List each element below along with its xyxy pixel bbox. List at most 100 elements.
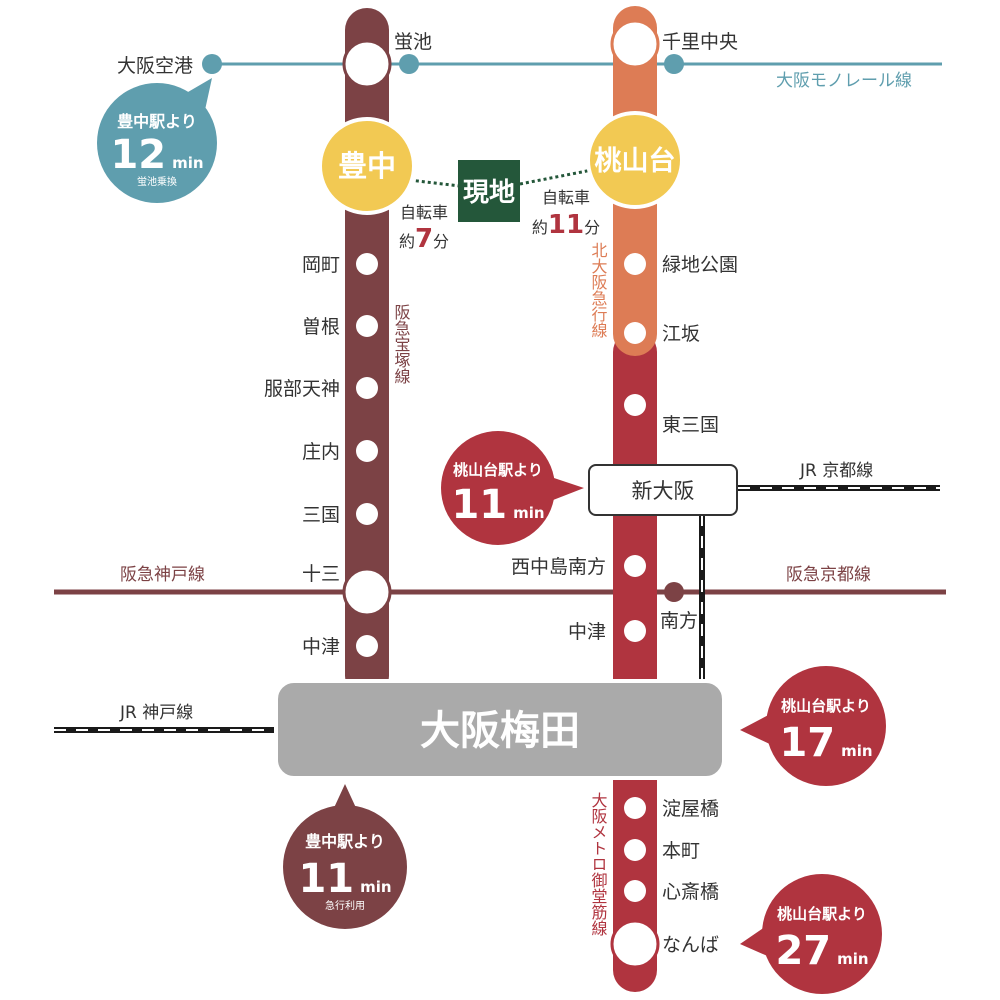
station-label-mikuni: 三国 — [302, 504, 340, 526]
station-label-yodoyabashi: 淀屋橋 — [662, 798, 719, 820]
station-highlight-momoyamadai — [586, 111, 684, 209]
hankyu-kobe-kyoto-line — [54, 582, 946, 602]
station-ring-senri-chuo — [610, 19, 660, 69]
bubble-namba-pointer — [740, 922, 772, 958]
bubble-namba-unit: min — [837, 950, 868, 968]
bike-unit-toyonaka: 分 — [433, 232, 449, 251]
bubble-shin-osaka-from: 桃山台駅より — [453, 461, 543, 479]
station-toyonaka: 豊中 — [318, 117, 416, 215]
line-label-midosuji: 大阪メトロ御堂筋線 — [589, 792, 608, 936]
station-dot-shonai — [356, 440, 378, 462]
station-label-senri-chuo: 千里中央 — [662, 31, 738, 53]
station-dot-yodoyabashi — [624, 797, 646, 819]
bike-time-text-momoyamadai: 約11分 — [532, 210, 600, 240]
bubble-airport-from: 豊中駅より — [117, 112, 197, 131]
station-osaka-umeda: 大阪梅田 — [274, 679, 726, 780]
bubble-umeda-toyonaka-minutes: 11 — [298, 856, 354, 902]
station-dot-senri-chuo-monorail — [664, 54, 684, 74]
bubble-airport-unit: min — [172, 154, 203, 172]
bike-label-toyonaka: 自転車 — [400, 203, 448, 222]
station-dot-okamachi — [356, 253, 378, 275]
station-momoyamadai: 桃山台 — [586, 111, 684, 209]
station-dot-ryokuchi-koen — [624, 253, 646, 275]
station-ring-hotarugaike — [342, 39, 392, 89]
bike-time-toyonaka: 自転車 約7分 — [399, 203, 449, 254]
bubble-shin-osaka-circle — [441, 431, 555, 545]
bubble-airport-note: 蛍池乗換 — [137, 175, 177, 188]
station-label-momoyamadai: 桃山台 — [595, 145, 676, 177]
station-label-esaka: 江坂 — [662, 323, 700, 345]
line-label-jr-kobe: JR 神戸線 — [119, 703, 193, 723]
station-dot-nishinakajima-minamigata — [624, 555, 646, 577]
bubble-namba-minutes: 27 — [775, 928, 831, 974]
station-label-higashi-mikuni: 東三国 — [662, 414, 719, 436]
station-label-hotarugaike: 蛍池 — [394, 31, 432, 53]
bubble-umeda-toyonaka-circle — [283, 805, 407, 929]
line-label-hankyu-kobe: 阪急神戸線 — [120, 565, 205, 585]
bubble-shin-osaka: 桃山台駅より 11 min — [441, 431, 584, 545]
bike-minutes-momoyamadai: 11 — [548, 210, 584, 240]
osaka-umeda-box-inner — [281, 686, 719, 773]
site-box — [458, 160, 520, 222]
bubble-umeda-momoyamadai-minutes: 17 — [779, 720, 835, 766]
station-label-osaka-airport: 大阪空港 — [117, 55, 193, 77]
bubble-airport-minutes: 12 — [110, 132, 166, 178]
station-ring-juso — [342, 567, 392, 617]
station-dot-sone — [356, 315, 378, 337]
station-highlight-toyonaka — [318, 117, 416, 215]
bubble-umeda-momoyamadai-time: 17 min — [779, 720, 872, 766]
station-label-ryokuchi-koen: 緑地公園 — [662, 254, 738, 276]
bubble-umeda-toyonaka-unit: min — [360, 878, 391, 896]
bike-prefix-momoyamadai: 約 — [532, 218, 548, 237]
station-dot-mikuni — [356, 503, 378, 525]
station-label-okamachi: 岡町 — [302, 254, 340, 276]
bubble-umeda-toyonaka-note: 急行利用 — [325, 899, 365, 912]
station-label-toyonaka: 豊中 — [338, 149, 396, 183]
bike-label-momoyamadai: 自転車 — [542, 188, 590, 207]
osaka-monorail-line — [202, 54, 942, 74]
station-ring-namba — [610, 919, 660, 969]
bike-prefix-toyonaka: 約 — [399, 232, 415, 251]
station-shin-osaka: 新大阪 — [588, 464, 738, 516]
station-label-nishinakajima-minamigata: 西中島南方 — [511, 556, 606, 578]
bubble-umeda-toyonaka: 豊中駅より 11 min 急行利用 — [283, 784, 407, 929]
line-label-hankyu-takarazuka: 阪急宝塚線 — [392, 304, 411, 384]
bubble-shin-osaka-pointer — [548, 476, 584, 502]
station-dot-shinsaibashi — [624, 880, 646, 902]
shin-osaka-box — [588, 464, 738, 516]
bubble-umeda-momoyamadai-unit: min — [841, 742, 872, 760]
site-label: 現地 — [463, 178, 515, 208]
line-label-jr-kyoto: JR 京都線 — [799, 461, 873, 481]
line-label-hankyu-kyoto: 阪急京都線 — [786, 565, 871, 585]
jr-kyoto-line — [699, 485, 940, 682]
station-label-juso: 十三 — [302, 563, 340, 585]
station-label-hattori-tenjin: 服部天神 — [264, 378, 340, 400]
bubble-umeda-toyonaka-from: 豊中駅より — [305, 832, 385, 851]
bubble-umeda-momoyamadai-pointer — [740, 712, 774, 746]
bike-unit-momoyamadai: 分 — [584, 218, 600, 237]
station-dot-hotarugaike-monorail — [399, 54, 419, 74]
bubble-shin-osaka-time: 11 min — [451, 482, 544, 528]
station-dot-honmachi — [624, 839, 646, 861]
bubble-airport-time: 12 min — [110, 132, 203, 178]
bike-time-momoyamadai: 自転車 約11分 — [532, 188, 600, 240]
site-marker: 現地 — [458, 160, 520, 222]
bubble-airport-circle — [97, 83, 217, 203]
bubble-shin-osaka-unit: min — [513, 504, 544, 522]
station-dot-hattori-tenjin — [356, 377, 378, 399]
osaka-umeda-box — [274, 679, 726, 780]
station-label-namba: なんば — [662, 934, 719, 956]
station-dot-minamikata — [664, 582, 684, 602]
line-label-kitakyu: 北大阪急行線 — [589, 242, 608, 338]
station-label-nakatsu-hankyu: 中津 — [302, 636, 340, 658]
line-label-monorail: 大阪モノレール線 — [776, 71, 912, 91]
bubble-namba-circle — [762, 874, 882, 994]
station-label-shonai: 庄内 — [302, 441, 340, 463]
station-label-osaka-umeda: 大阪梅田 — [420, 708, 580, 754]
bubble-shin-osaka-minutes: 11 — [451, 482, 507, 528]
station-label-shinsaibashi: 心斎橋 — [662, 881, 719, 903]
station-dot-nakatsu-midosuji — [624, 620, 646, 642]
site-link-momoyamadai — [519, 168, 593, 186]
